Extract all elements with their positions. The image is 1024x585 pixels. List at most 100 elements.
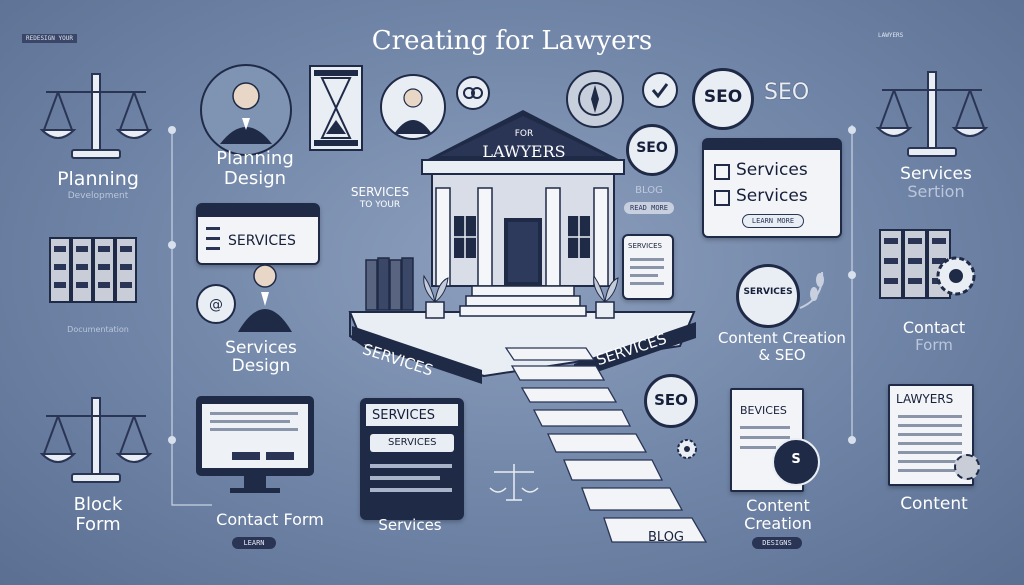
gear-icon-small <box>954 454 980 480</box>
browser-line <box>206 227 220 230</box>
doc-line <box>630 282 664 285</box>
scale-icon <box>39 73 153 159</box>
services-document-icon: SERVICES <box>622 234 674 300</box>
services-round-badge-label: SERVICES <box>743 287 793 297</box>
temple-sign-large: LAWYERS <box>482 142 566 161</box>
services-to-label-2: TO YOUR <box>359 200 401 210</box>
seo-badge-lower: SEO <box>644 374 698 428</box>
services-list-card[interactable]: Services Services LEARN MORE <box>702 138 842 238</box>
contact-form-label: Contact Form <box>216 510 324 529</box>
monitor-screen <box>196 396 314 476</box>
services-list-button[interactable]: LEARN MORE <box>742 214 804 228</box>
services-panel-card[interactable]: SERVICES SERVICES <box>360 398 464 520</box>
services-ribbon-right-bg <box>574 322 696 380</box>
services-panel-button[interactable]: SERVICES <box>370 434 454 452</box>
file-cabinets-right-icon <box>878 228 978 304</box>
page-title: Creating for Lawyers <box>371 26 653 56</box>
blog-label-1: BLOG <box>635 185 663 196</box>
monitor-button <box>232 452 260 460</box>
doc-line <box>630 274 658 277</box>
services-browser-card[interactable]: SERVICES <box>196 203 320 265</box>
services-to-label-1: SERVICES <box>350 185 410 199</box>
storage-sublabel: Documentation <box>67 325 129 334</box>
contact-form-right-label-2: Form <box>915 336 953 354</box>
check-icon-circle <box>642 72 678 108</box>
computer-monitor-icon <box>196 396 320 500</box>
seo-badge-lower-label: SEO <box>654 391 688 409</box>
shield-badge-icon: @ <box>196 284 236 324</box>
monitor-line <box>210 428 298 431</box>
compass-icon-circle <box>566 70 624 128</box>
services-bottom-label: Services <box>378 516 442 534</box>
svg-text:@: @ <box>209 297 223 313</box>
services-list-bar <box>704 140 840 150</box>
scale-icon-lower <box>39 397 153 483</box>
staircase-steps <box>504 347 708 543</box>
services-card-title: SERVICES <box>228 233 296 249</box>
creation-pill[interactable]: DESIGNS <box>752 537 802 549</box>
laurel-icon <box>799 271 824 309</box>
seo-seal-label: S <box>791 452 801 467</box>
services-section-label-1: Services <box>900 164 972 184</box>
header-left-tag: REDESIGN YOUR <box>22 34 77 43</box>
monitor-line <box>210 420 290 423</box>
services-round-badge: SERVICES <box>736 264 800 328</box>
services-document-label: SERVICES <box>628 242 662 250</box>
monitor-base <box>230 488 280 493</box>
content-right-label: Content <box>900 494 968 514</box>
contact-form-right-label-1: Contact <box>902 318 966 337</box>
content-creation-label-1: Content <box>746 496 810 515</box>
services-panel-title: SERVICES <box>372 408 436 423</box>
seo-badge-large-label: SEO <box>703 87 743 107</box>
monitor-display <box>202 404 308 468</box>
contact-form-pill[interactable]: LEARN <box>232 537 276 549</box>
monitor-button <box>266 452 294 460</box>
seo-badge-medium-label: SEO <box>636 140 668 156</box>
blog-read-more-pill[interactable]: READ MORE <box>624 202 674 214</box>
planning-label: Planning <box>57 168 139 190</box>
panel-line <box>370 464 452 468</box>
seo-text-badge-label: SEO <box>764 80 810 105</box>
planning-design-label-2: Design <box>223 168 287 189</box>
services-panel-button-label: SERVICES <box>388 437 437 448</box>
courthouse-building-icon <box>421 110 625 317</box>
services-list-item-1: Services <box>736 160 808 180</box>
services-ribbon-left-bg <box>352 326 482 384</box>
services-design-label-1: Services <box>225 338 297 358</box>
small-scale-icon <box>489 464 539 501</box>
lawyer-avatar-small <box>380 74 446 140</box>
plant-left-icon <box>423 274 449 319</box>
lawyers-document-label: LAWYERS <box>896 392 954 406</box>
bevices-document-label: BEVICES <box>740 404 787 417</box>
panel-line <box>370 488 452 492</box>
scale-icon-right <box>875 71 989 157</box>
header-right-tag: LAWYERS <box>878 32 904 39</box>
plant-right-icon <box>593 274 619 319</box>
monitor-line <box>210 412 298 415</box>
hourglass-icon <box>309 65 363 151</box>
storage-cabinets-icon <box>48 236 140 306</box>
planning-design-label-1: Planning <box>216 148 294 169</box>
content-creation-seo-label-1: Content Creation <box>718 329 846 347</box>
planning-sublabel: Development <box>67 191 129 201</box>
doc-grid <box>898 414 962 472</box>
browser-line <box>206 247 220 250</box>
seo-badge-large: SEO <box>692 68 754 130</box>
content-creation-seo-label-2: & SEO <box>758 346 806 364</box>
temple-sign-small: FOR <box>514 129 534 139</box>
services-list-checkbox[interactable] <box>714 164 730 180</box>
seo-badge-medium: SEO <box>626 124 678 176</box>
services-panel-title-bg <box>366 404 458 426</box>
services-section-label-2: Sertion <box>907 182 965 201</box>
lawyer-avatar-circle <box>200 64 292 156</box>
services-list-checkbox[interactable] <box>714 190 730 206</box>
doc-line <box>740 426 790 429</box>
block-form-label-1: Block <box>73 494 123 515</box>
lawyers-document-icon: LAWYERS <box>888 384 974 486</box>
services-design-label-2: Design <box>231 356 291 376</box>
books-stack-icon <box>364 256 418 312</box>
block-form-label-2: Form <box>75 514 121 535</box>
browser-bar <box>198 205 318 217</box>
gear-icon <box>677 439 697 459</box>
